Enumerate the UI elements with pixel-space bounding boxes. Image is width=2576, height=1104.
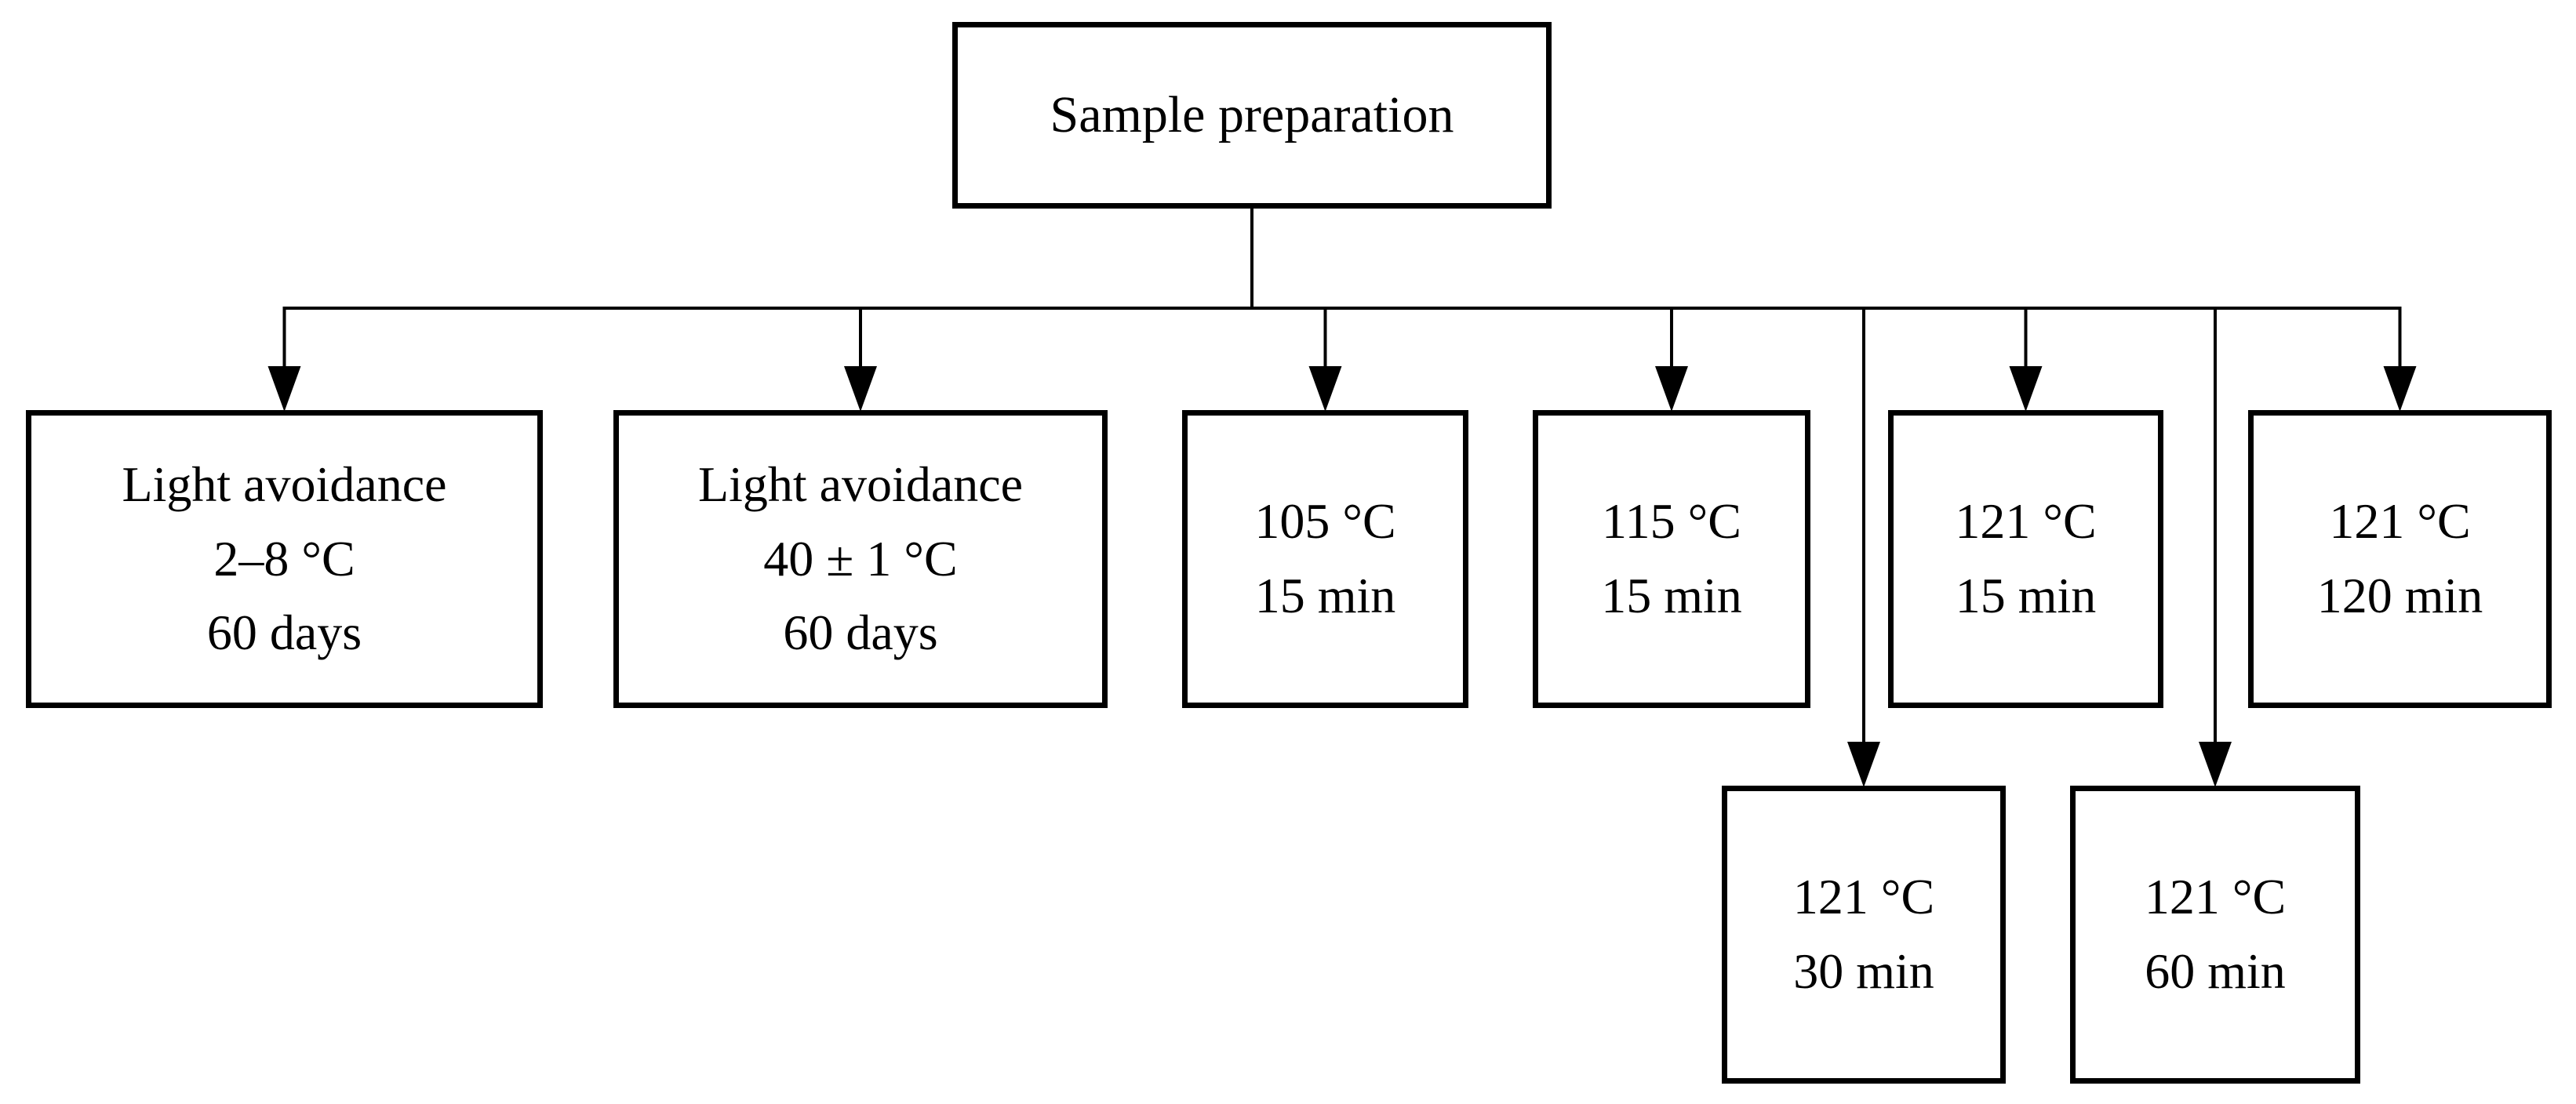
node-text-line: 105 °C	[1254, 493, 1396, 550]
node-text-line: 15 min	[1601, 568, 1742, 623]
arrow-head-121c-60min	[2199, 742, 2232, 787]
node-text-line: 115 °C	[1602, 493, 1741, 550]
arrow-head-105c-15min	[1308, 366, 1342, 412]
node-text-line: 60 min	[2145, 943, 2286, 999]
node-121c-15min: 121 °C 15 min	[1888, 410, 2163, 708]
node-text-line: 2–8 °C	[213, 530, 355, 586]
node-text-line: 15 min	[1955, 568, 2097, 623]
node-text-line: 40 ± 1 °C	[763, 530, 958, 586]
node-105c-15min: 105 °C 15 min	[1182, 410, 1468, 708]
node-text-line: 121 °C	[1955, 493, 2097, 550]
node-121c-120min: 121 °C 120 min	[2248, 410, 2552, 708]
node-text-line: Sample preparation	[1050, 86, 1454, 144]
node-115c-15min: 115 °C 15 min	[1533, 410, 1810, 708]
node-121c-30min: 121 °C 30 min	[1722, 786, 2006, 1084]
node-text-line: 15 min	[1254, 568, 1396, 623]
node-light-avoidance-40c: Light avoidance 40 ± 1 °C 60 days	[613, 410, 1108, 708]
node-121c-60min: 121 °C 60 min	[2070, 786, 2360, 1084]
arrow-head-121c-120min	[2383, 366, 2417, 412]
node-light-avoidance-cold: Light avoidance 2–8 °C 60 days	[26, 410, 543, 708]
node-text-line: 30 min	[1793, 943, 1934, 999]
node-text-line: 121 °C	[2144, 869, 2287, 925]
node-text-line: 60 days	[783, 605, 938, 661]
node-sample-preparation: Sample preparation	[952, 22, 1552, 209]
node-text-line: Light avoidance	[697, 456, 1024, 512]
arrow-head-light-avoidance-40-1	[844, 366, 877, 412]
node-text-line: Light avoidance	[122, 456, 447, 512]
arrow-head-121c-30min	[1847, 742, 1880, 787]
node-text-line: 120 min	[2316, 568, 2483, 623]
node-text-line: 60 days	[206, 605, 362, 661]
arrow-head-light-avoidance-2-8	[267, 366, 301, 412]
node-text-line: 121 °C	[1792, 869, 1935, 925]
node-text-line: 121 °C	[2329, 493, 2471, 550]
arrow-head-121c-15min	[2009, 366, 2043, 412]
arrow-head-115c-15min	[1655, 366, 1688, 412]
